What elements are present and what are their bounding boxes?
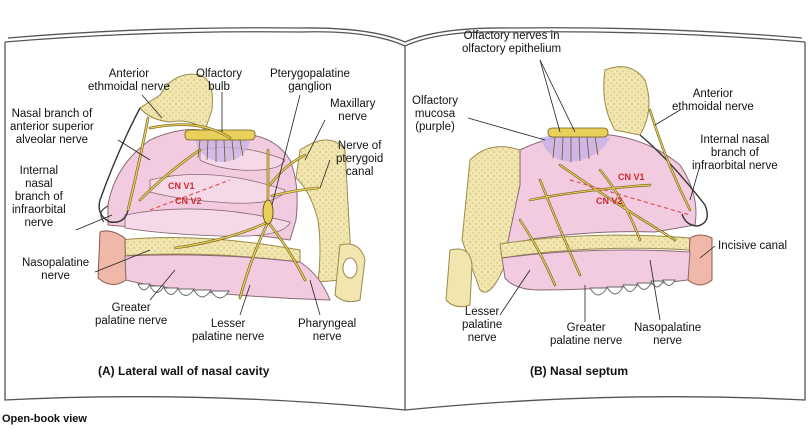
caption-panel-b: (B) Nasal septum — [530, 364, 629, 378]
label-cn-v2-b: CN V2 — [596, 196, 623, 206]
incisive-region — [687, 234, 713, 286]
panel-b-nasal-septum — [445, 59, 716, 322]
middle-concha — [149, 174, 286, 204]
label-cn-v1-b: CN V1 — [618, 172, 645, 182]
olfactory-bulb-b — [547, 127, 609, 138]
panel-a-lateral-wall — [75, 73, 366, 316]
label-cn-v1-a: CN V1 — [168, 181, 195, 191]
teeth-a — [137, 283, 230, 299]
olfactory-bulb-shape — [184, 129, 256, 141]
external-nose — [98, 107, 141, 223]
label-incisive-canal: Incisive canal — [718, 240, 788, 252]
cn-division-line-a — [149, 179, 231, 211]
olfactory-region — [195, 135, 250, 162]
oral-roof-b — [501, 249, 691, 291]
olfactory-fibres-b — [552, 136, 599, 162]
label-cn-v2-a: CN V2 — [175, 196, 202, 206]
caption-panel-a: (A) Lateral wall of nasal cavity — [98, 364, 270, 378]
upper-lip-a — [97, 230, 127, 285]
leader-lines-b — [467, 59, 716, 322]
olfactory-fibres-a — [197, 139, 244, 163]
footer-open-book-view: Open-book view — [2, 413, 87, 425]
cervical-vertebra-b — [445, 248, 473, 308]
book-outline — [4, 27, 806, 411]
olfactory-mucosa — [540, 133, 610, 162]
leader-lines-a — [75, 92, 331, 316]
teeth-b — [589, 279, 676, 296]
pterygopalatine-ganglion-shape — [262, 199, 274, 225]
